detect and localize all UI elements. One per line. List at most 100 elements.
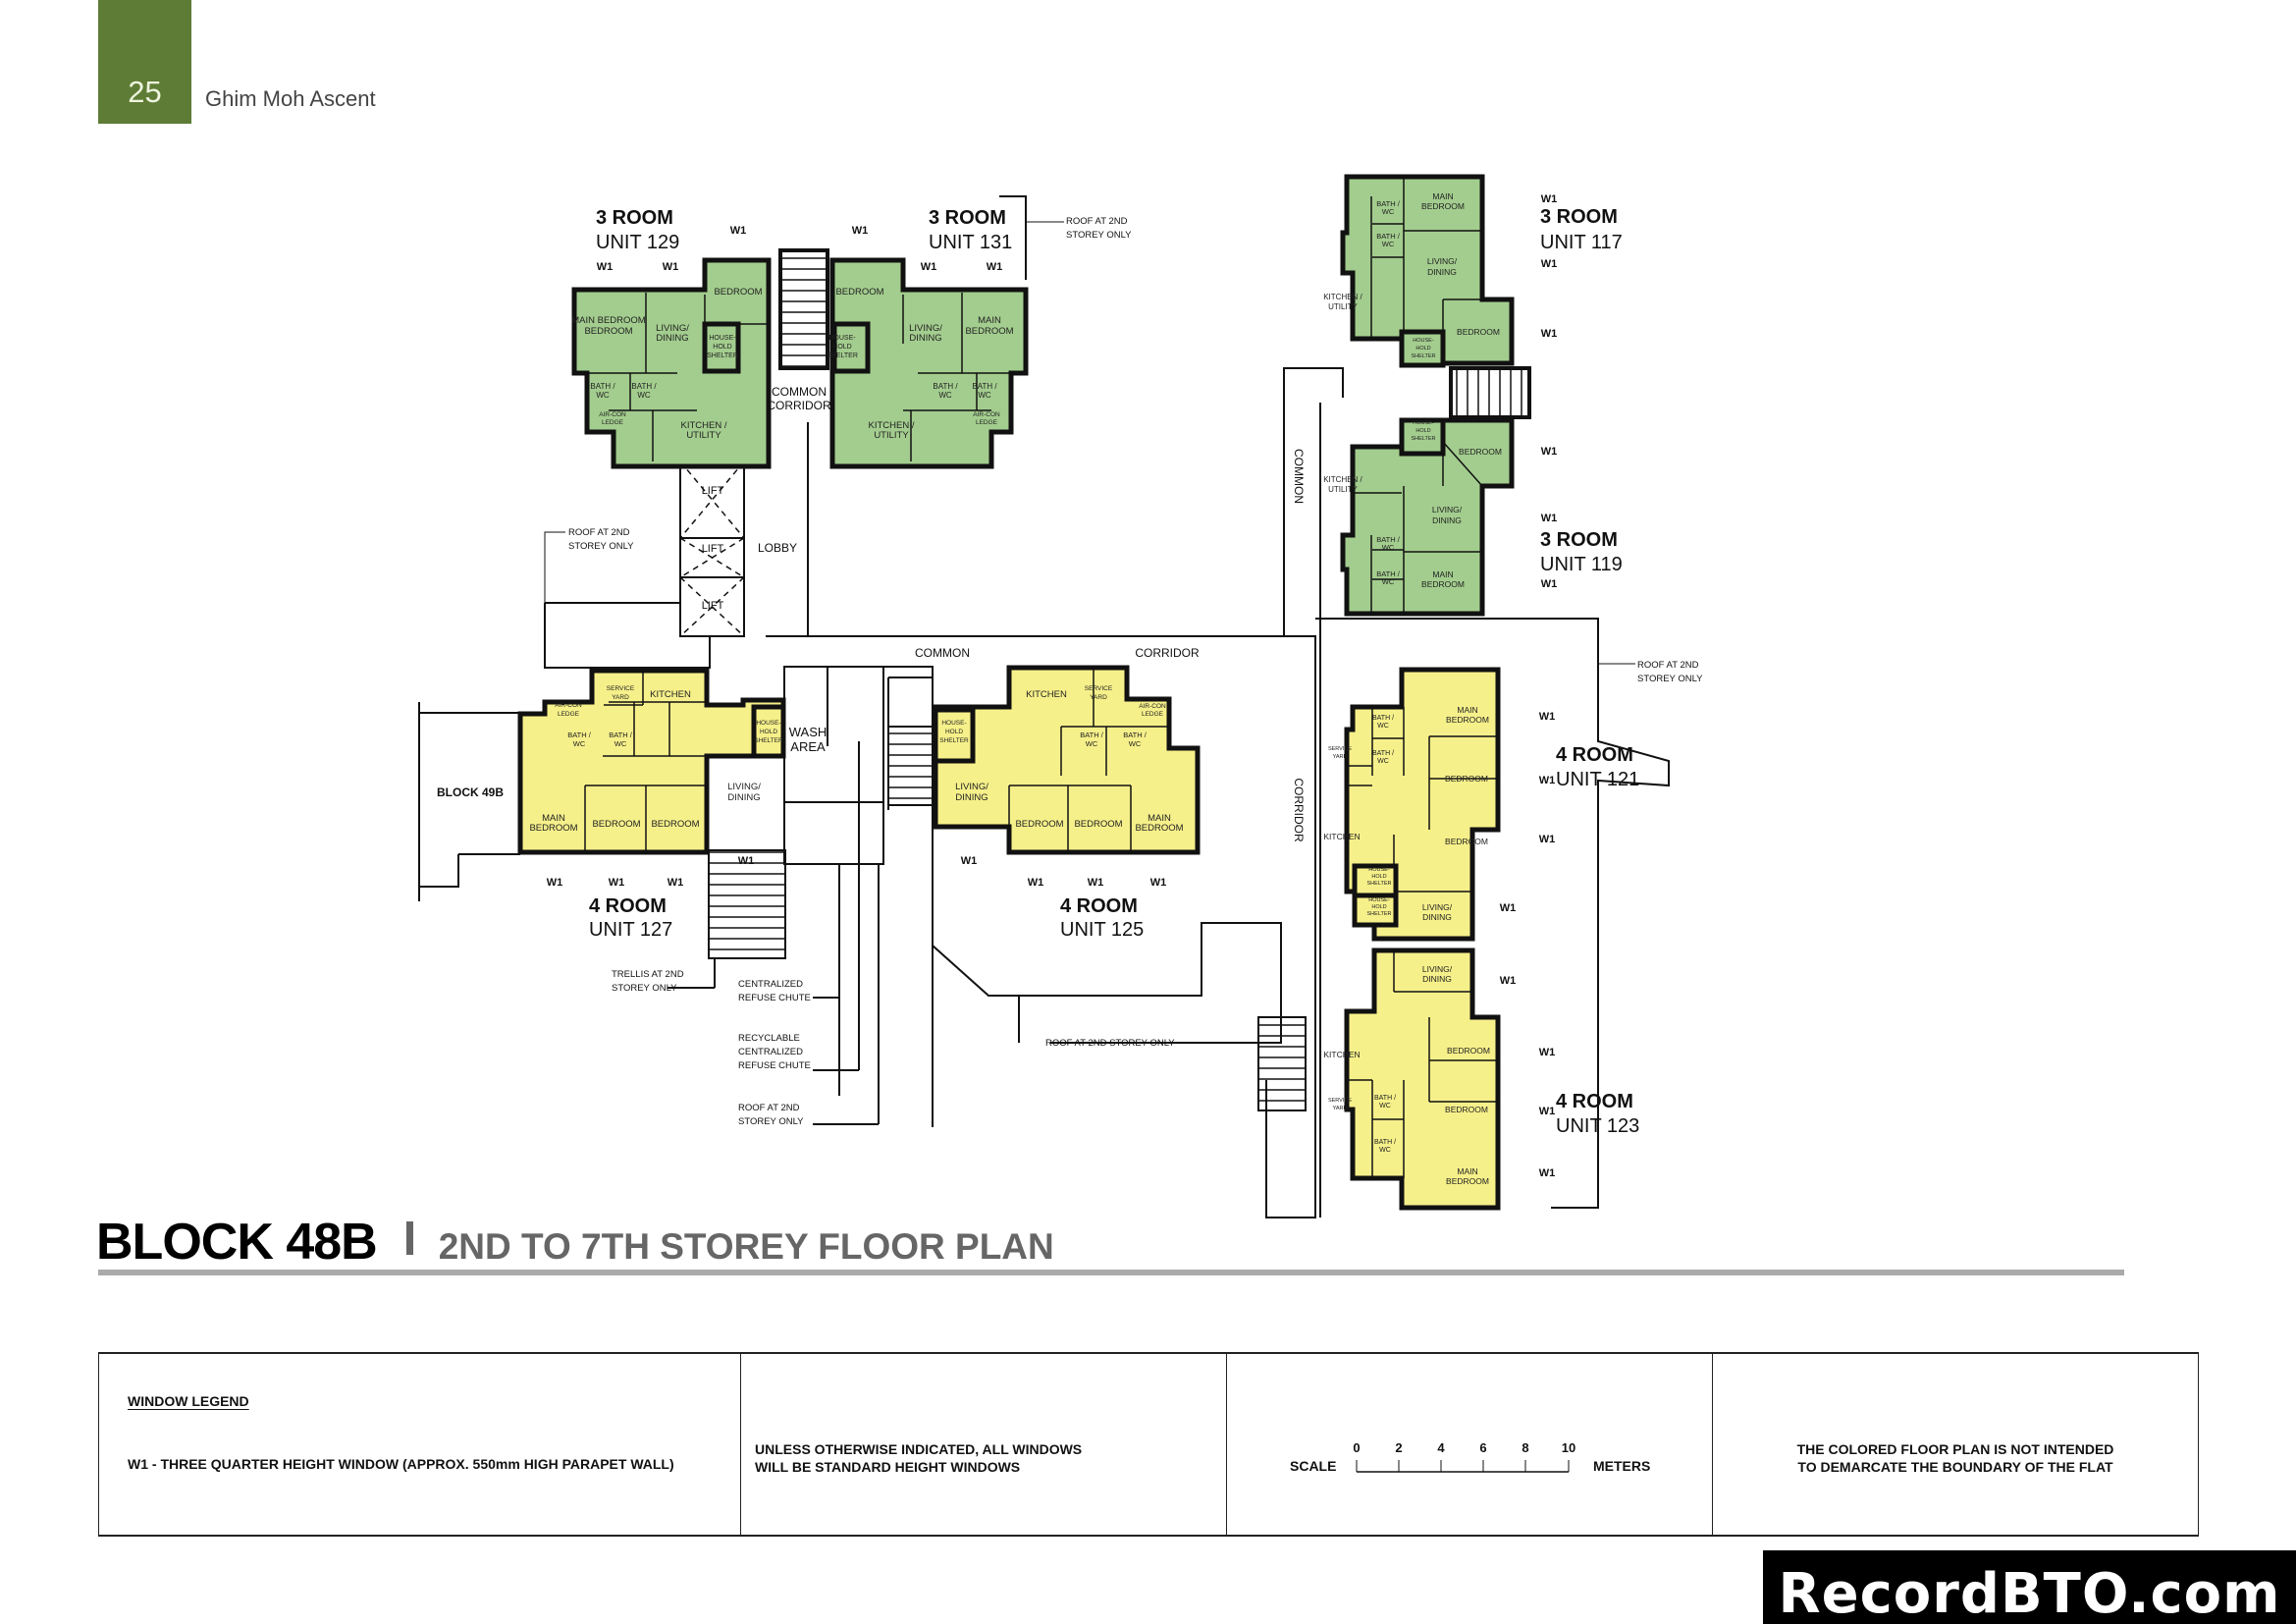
- svg-text:BEDROOM: BEDROOM: [592, 819, 640, 830]
- svg-text:AIR-CON: AIR-CON: [599, 411, 626, 418]
- svg-text:WC: WC: [1377, 723, 1389, 730]
- svg-text:YARD: YARD: [612, 694, 629, 701]
- svg-text:STOREY ONLY: STOREY ONLY: [568, 541, 634, 552]
- svg-text:UTILITY: UTILITY: [686, 430, 721, 441]
- svg-text:SHELTER: SHELTER: [827, 352, 858, 359]
- svg-text:BATH /: BATH /: [1374, 1139, 1396, 1146]
- svg-text:HOUSE-: HOUSE-: [709, 335, 736, 342]
- svg-text:CORRIDOR: CORRIDOR: [1135, 646, 1200, 660]
- svg-text:WC: WC: [596, 391, 610, 400]
- svg-text:ROOF AT 2ND: ROOF AT 2ND: [738, 1103, 800, 1113]
- svg-text:KITCHEN: KITCHEN: [1323, 1050, 1360, 1059]
- scale-tick: 2: [1395, 1440, 1403, 1455]
- svg-text:REFUSE CHUTE: REFUSE CHUTE: [738, 1060, 811, 1071]
- svg-text:BATH /: BATH /: [1376, 199, 1401, 208]
- svg-text:KITCHEN: KITCHEN: [650, 689, 691, 700]
- svg-text:W1: W1: [1539, 711, 1556, 723]
- svg-text:MAIN: MAIN: [978, 315, 1001, 326]
- svg-text:W1: W1: [1541, 328, 1558, 340]
- svg-text:3 ROOM: 3 ROOM: [596, 207, 673, 229]
- svg-text:BEDROOM: BEDROOM: [529, 823, 577, 834]
- svg-text:W1: W1: [1539, 834, 1556, 845]
- scale-cell: SCALE 0 2 4 6 8 10 METERS: [1227, 1354, 1713, 1535]
- svg-text:WC: WC: [614, 739, 627, 748]
- svg-text:YARD: YARD: [1090, 694, 1107, 701]
- svg-text:HOLD: HOLD: [1371, 904, 1386, 910]
- svg-text:REFUSE CHUTE: REFUSE CHUTE: [738, 993, 811, 1003]
- svg-text:BEDROOM: BEDROOM: [1459, 447, 1502, 457]
- svg-text:W1: W1: [1088, 877, 1104, 889]
- svg-text:W1: W1: [961, 855, 978, 867]
- legend-table: WINDOW LEGEND W1 - THREE QUARTER HEIGHT …: [98, 1352, 2199, 1537]
- svg-text:W1: W1: [547, 877, 563, 889]
- svg-text:BATH /: BATH /: [1123, 731, 1148, 739]
- svg-text:W1: W1: [609, 877, 625, 889]
- svg-text:BATH /: BATH /: [933, 382, 958, 391]
- svg-text:4 ROOM: 4 ROOM: [1556, 744, 1633, 766]
- svg-text:MAIN: MAIN: [1432, 569, 1453, 579]
- svg-text:AIR-CON: AIR-CON: [555, 702, 582, 709]
- svg-text:BATH /: BATH /: [567, 731, 592, 739]
- svg-text:BEDROOM: BEDROOM: [1015, 819, 1063, 830]
- svg-text:SHELTER: SHELTER: [707, 352, 738, 359]
- scale-tick: 10: [1561, 1440, 1576, 1455]
- svg-text:WC: WC: [1382, 207, 1395, 216]
- svg-text:WC: WC: [1382, 240, 1395, 248]
- svg-text:DINING: DINING: [1427, 267, 1457, 277]
- svg-text:CORRIDOR: CORRIDOR: [1292, 778, 1306, 842]
- svg-text:KITCHEN: KITCHEN: [1323, 832, 1360, 841]
- svg-text:LIFT: LIFT: [702, 485, 724, 497]
- svg-text:BEDROOM: BEDROOM: [835, 287, 883, 298]
- disclaimer-cell: THE COLORED FLOOR PLAN IS NOT INTENDED T…: [1713, 1354, 2198, 1535]
- svg-text:UNIT 129: UNIT 129: [596, 232, 679, 253]
- svg-text:LIVING/: LIVING/: [727, 782, 761, 792]
- svg-text:COMMON: COMMON: [772, 385, 827, 399]
- svg-text:ROOF AT 2ND: ROOF AT 2ND: [568, 527, 630, 538]
- svg-text:CORRIDOR: CORRIDOR: [767, 399, 831, 412]
- svg-text:LIVING/: LIVING/: [909, 323, 942, 334]
- svg-text:BATH /: BATH /: [1080, 731, 1104, 739]
- svg-text:LIFT: LIFT: [702, 600, 724, 612]
- scale-ruler-icon: [1356, 1460, 1570, 1473]
- svg-text:DINING: DINING: [1422, 974, 1452, 984]
- scale-tick: 4: [1437, 1440, 1445, 1455]
- svg-text:WC: WC: [1379, 1103, 1391, 1110]
- svg-text:SHELTER: SHELTER: [1412, 436, 1436, 442]
- svg-text:3 ROOM: 3 ROOM: [929, 207, 1006, 229]
- svg-text:MAIN: MAIN: [1148, 813, 1171, 824]
- svg-text:W1: W1: [730, 225, 747, 237]
- svg-text:WC: WC: [1129, 739, 1142, 748]
- svg-text:BEDROOM: BEDROOM: [1445, 837, 1488, 846]
- svg-text:LIVING/: LIVING/: [656, 323, 689, 334]
- svg-text:W1: W1: [1500, 975, 1517, 987]
- svg-text:STOREY ONLY: STOREY ONLY: [612, 983, 677, 994]
- svg-text:YARD: YARD: [1333, 754, 1348, 760]
- svg-text:BEDROOM: BEDROOM: [1446, 1176, 1489, 1186]
- svg-text:4 ROOM: 4 ROOM: [1060, 895, 1138, 917]
- svg-text:BEDROOM: BEDROOM: [1135, 823, 1183, 834]
- disclaimer-line-1: THE COLORED FLOOR PLAN IS NOT INTENDED: [1796, 1441, 2114, 1457]
- svg-text:UTILITY: UTILITY: [1328, 302, 1358, 311]
- svg-text:WC: WC: [1377, 758, 1389, 765]
- svg-text:UNIT 117: UNIT 117: [1540, 232, 1623, 253]
- svg-text:SERVICE: SERVICE: [1328, 1098, 1352, 1104]
- svg-text:W1: W1: [1541, 258, 1558, 270]
- svg-text:BEDROOM: BEDROOM: [1445, 774, 1488, 784]
- title-separator: [405, 1221, 413, 1255]
- svg-text:W1: W1: [1150, 877, 1167, 889]
- svg-text:BATH /: BATH /: [1374, 1095, 1396, 1102]
- svg-text:STOREY ONLY: STOREY ONLY: [738, 1116, 804, 1127]
- svg-text:SERVICE: SERVICE: [1085, 685, 1113, 692]
- svg-text:W1: W1: [852, 225, 869, 237]
- svg-text:KITCHEN /: KITCHEN /: [869, 420, 915, 431]
- svg-text:4 ROOM: 4 ROOM: [589, 895, 667, 917]
- svg-text:3 ROOM: 3 ROOM: [1540, 529, 1618, 551]
- svg-text:SHELTER: SHELTER: [1367, 911, 1392, 917]
- svg-text:BEDROOM: BEDROOM: [1074, 819, 1122, 830]
- svg-text:HOLD: HOLD: [1415, 428, 1430, 434]
- svg-text:WC: WC: [637, 391, 651, 400]
- disclaimer-line-2: TO DEMARCATE THE BOUNDARY OF THE FLAT: [1797, 1459, 2113, 1475]
- scale-tick: 6: [1479, 1440, 1487, 1455]
- svg-text:RECYCLABLE: RECYCLABLE: [738, 1033, 800, 1044]
